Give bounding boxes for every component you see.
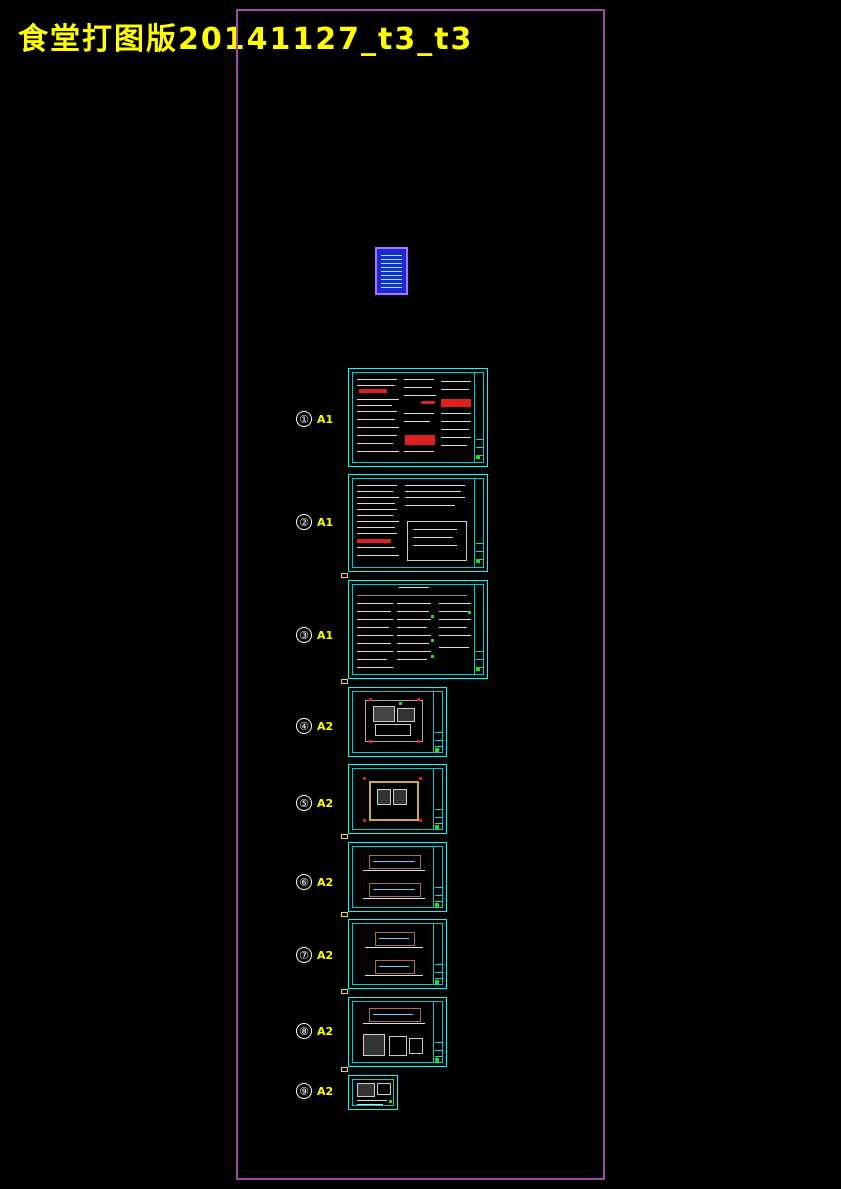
sheet-size: A2 [317,796,334,810]
sheet-label-1: ① A1 [296,411,333,427]
sheet-label-8: ⑧ A2 [296,1023,333,1039]
sheet-number: ⑤ [296,795,312,811]
sheet-size: A2 [317,1084,334,1098]
sheet-thumbnail-8[interactable] [348,997,447,1067]
sheet-label-6: ⑥ A2 [296,874,333,890]
sheet-marker [341,989,348,994]
sheet-number: ① [296,411,312,427]
sheet-size: A2 [317,1024,334,1038]
sheet-marker [341,1067,348,1072]
sheet-size: A1 [317,412,334,426]
sheet-thumbnail-4[interactable] [348,687,447,757]
sheet-number: ③ [296,627,312,643]
sheet-number: ⑧ [296,1023,312,1039]
sheet-size: A1 [317,628,334,642]
sheet-label-5: ⑤ A2 [296,795,333,811]
sheet-label-4: ④ A2 [296,718,333,734]
sheet-marker [341,573,348,578]
sheet-marker [341,834,348,839]
sheet-size: A1 [317,515,334,529]
sheet-label-3: ③ A1 [296,627,333,643]
sheet-number: ④ [296,718,312,734]
sheet-marker [341,679,348,684]
sheet-label-7: ⑦ A2 [296,947,333,963]
drawing-title: 食堂打图版20141127_t3_t3 [18,22,474,57]
sheet-size: A2 [317,875,334,889]
layout-frame [236,9,605,1180]
sheet-number: ⑨ [296,1083,312,1099]
sheet-size: A2 [317,948,334,962]
sheet-thumbnail-9[interactable] [348,1075,398,1110]
sheet-number: ⑦ [296,947,312,963]
sheet-thumbnail-1[interactable] [348,368,488,467]
sheet-thumbnail-2[interactable] [348,474,488,572]
sheet-size: A2 [317,719,334,733]
sheet-marker [341,912,348,917]
sheet-thumbnail-7[interactable] [348,919,447,989]
cover-sheet-thumbnail[interactable] [375,247,408,295]
sheet-number: ② [296,514,312,530]
sheet-thumbnail-5[interactable] [348,764,447,834]
sheet-label-2: ② A1 [296,514,333,530]
sheet-thumbnail-6[interactable] [348,842,447,912]
sheet-number: ⑥ [296,874,312,890]
sheet-label-9: ⑨ A2 [296,1083,333,1099]
sheet-thumbnail-3[interactable] [348,580,488,679]
